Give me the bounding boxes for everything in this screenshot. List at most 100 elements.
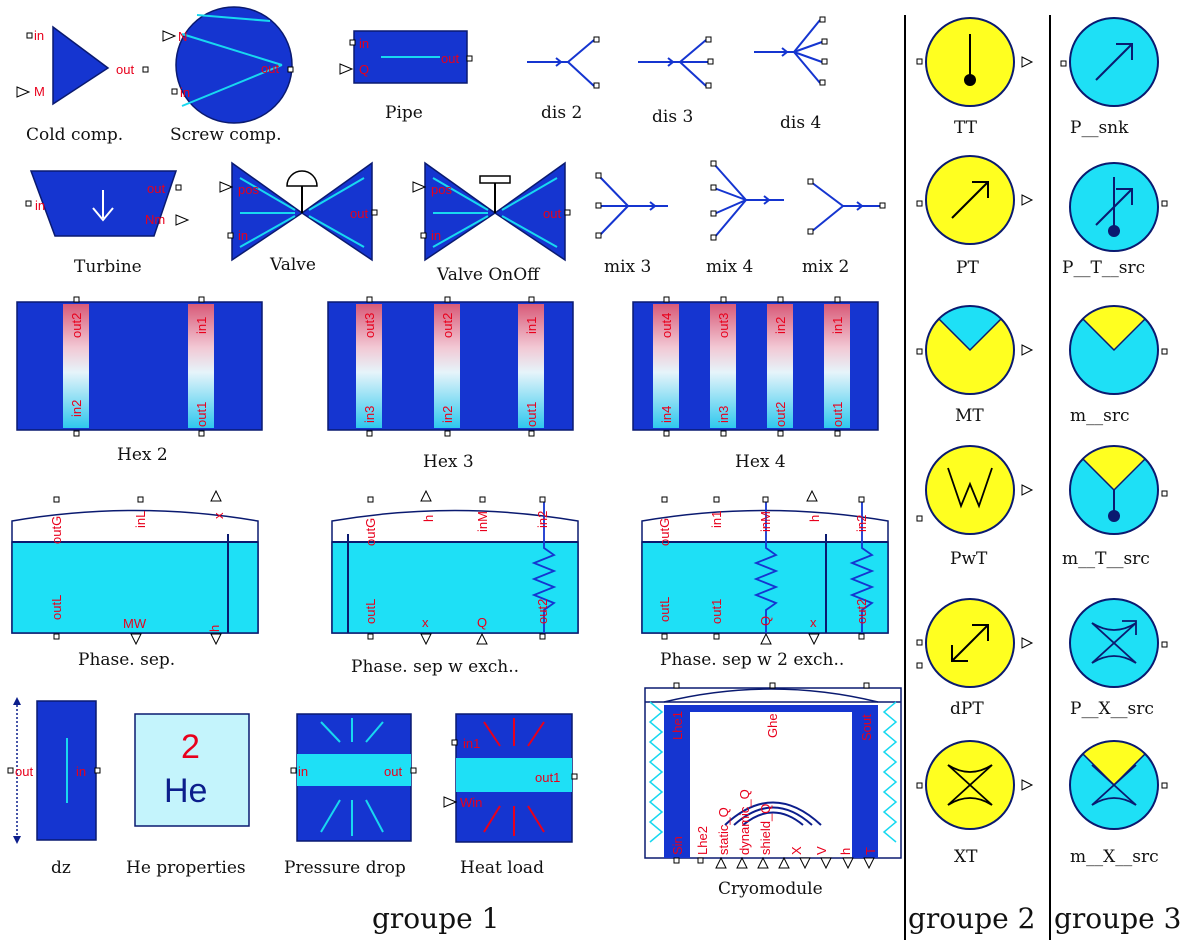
caption: m__src: [1070, 406, 1130, 426]
port-label: out3: [716, 313, 731, 338]
port-label: in: [180, 85, 190, 100]
caption: mix 2: [802, 257, 849, 277]
mixer-2[interactable]: mix 2: [802, 178, 886, 277]
port-label: outL: [657, 597, 672, 622]
port-label: in1: [709, 511, 724, 528]
caption: Valve OnOff: [436, 265, 541, 285]
sensor-pt[interactable]: PT: [916, 155, 1034, 278]
port-label: Q: [477, 615, 487, 630]
port-label: out2: [773, 402, 788, 427]
port-label: out2: [69, 313, 84, 338]
port-label: outG: [657, 518, 672, 546]
turbine[interactable]: in out Nm Turbine: [25, 170, 190, 277]
heat-exchanger-4[interactable]: out4 out3 in2 in1 in4 in3 out2 out1 Hex …: [632, 296, 879, 472]
source-m-x-src[interactable]: m__X__src: [1069, 740, 1168, 867]
sensor-mt[interactable]: MT: [916, 305, 1034, 426]
port-label: out: [543, 206, 561, 221]
group-2-label: groupe 2: [908, 902, 1035, 935]
port-label: out4: [659, 313, 674, 338]
cryomodule[interactable]: Lhe1 Ghe Sout Sin Lhe2 static_Q dynamic_…: [644, 682, 902, 899]
port-label: inL: [133, 511, 148, 528]
mixer-3[interactable]: mix 3: [595, 172, 668, 277]
port-label: out1: [535, 770, 560, 785]
port-label: in: [34, 28, 44, 43]
port-label: inM: [475, 511, 490, 532]
port-label: in: [359, 36, 369, 51]
port-label: Ghe: [765, 713, 780, 738]
port-label: N: [178, 29, 187, 44]
sensor-tt[interactable]: TT: [916, 17, 1034, 138]
port-label: T: [863, 847, 878, 855]
port-label: MW: [123, 616, 147, 631]
port-label: V: [814, 846, 829, 855]
port-label: outG: [363, 518, 378, 546]
port-label: out2: [535, 599, 550, 624]
port-label: in: [431, 228, 441, 243]
caption: dis 2: [541, 103, 582, 123]
port-label: in1: [524, 317, 539, 334]
port-label: out: [116, 62, 134, 77]
heat-exchanger-2[interactable]: out2 in1 in2 out1 Hex 2: [16, 296, 263, 465]
valve[interactable]: pos in out Valve: [219, 161, 378, 275]
phase-separator[interactable]: outG inL x outL h MW Phase. sep.: [11, 489, 259, 670]
sensor-xt[interactable]: XT: [916, 740, 1034, 867]
heat-load[interactable]: in1 out1 Win Heat load: [443, 713, 578, 878]
caption: mix 4: [706, 257, 753, 277]
caption: Hex 3: [423, 452, 474, 472]
port-label: x: [211, 512, 226, 519]
port-label: in: [238, 228, 248, 243]
caption: PT: [956, 258, 979, 278]
caption: Phase. sep.: [78, 650, 175, 670]
phase-separator-with-exchanger[interactable]: outG h inM in2 outL x Q out2 Phase. sep …: [331, 489, 579, 677]
helium-properties[interactable]: 2 He He properties: [126, 713, 250, 878]
port-label: x: [810, 615, 817, 630]
distributor-2[interactable]: dis 2: [527, 36, 600, 123]
port-label: in: [298, 764, 308, 779]
pipe[interactable]: in Q out Pipe: [339, 30, 473, 123]
port-label: Q: [758, 616, 773, 626]
cold-compressor[interactable]: in out M Cold comp.: [16, 25, 149, 145]
caption: PwT: [950, 549, 988, 569]
caption: Phase. sep w 2 exch..: [660, 650, 844, 670]
caption: TT: [954, 118, 978, 138]
caption: P__snk: [1070, 118, 1129, 138]
phase-separator-with-2-exchangers[interactable]: outG in1 inM h in2 outL out1 Q x out2 Ph…: [641, 489, 889, 670]
caption: Cold comp.: [26, 125, 123, 145]
caption: Cryomodule: [718, 879, 823, 899]
port-label: h: [421, 515, 436, 522]
port-label: out: [261, 61, 279, 76]
pressure-drop[interactable]: in out Pressure drop: [284, 713, 417, 878]
port-label: X: [789, 846, 804, 855]
port-label: out2: [854, 599, 869, 624]
source-p-snk[interactable]: P__snk: [1060, 17, 1159, 138]
port-label: x: [422, 615, 429, 630]
port-label: out1: [830, 402, 845, 427]
port-label: h: [207, 625, 222, 632]
valve-on-off[interactable]: pos in out Valve OnOff: [412, 161, 571, 285]
port-label: Sout: [859, 714, 874, 741]
source-m-src[interactable]: m__src: [1069, 305, 1168, 426]
port-label: out: [15, 764, 33, 779]
sensor-pwt[interactable]: PwT: [916, 445, 1034, 569]
caption: He properties: [126, 858, 246, 878]
caption: Pipe: [385, 103, 423, 123]
source-p-t-src[interactable]: P__T__src: [1062, 162, 1168, 278]
source-p-x-src[interactable]: P__X__src: [1069, 598, 1168, 719]
distributor-3[interactable]: dis 3: [638, 36, 714, 127]
port-label: Q: [359, 62, 369, 77]
caption: Heat load: [460, 858, 544, 878]
height-difference[interactable]: out in dz: [7, 697, 101, 878]
port-label: outG: [49, 516, 64, 544]
sensor-dpt[interactable]: dPT: [916, 598, 1034, 719]
screw-compressor[interactable]: N out in Screw comp.: [162, 6, 294, 145]
heat-exchanger-3[interactable]: out3 out2 in1 in3 in2 out1 Hex 3: [327, 296, 574, 472]
port-label: in4: [659, 406, 674, 423]
port-label: in2: [535, 511, 550, 528]
distributor-4[interactable]: dis 4: [754, 16, 828, 133]
element-symbol: He: [164, 772, 207, 810]
source-m-t-src[interactable]: m__T__src: [1062, 445, 1168, 569]
port-label: outL: [363, 599, 378, 624]
port-label: in: [76, 764, 86, 779]
group-3-label: groupe 3: [1054, 902, 1181, 935]
mixer-4[interactable]: mix 4: [706, 160, 784, 277]
